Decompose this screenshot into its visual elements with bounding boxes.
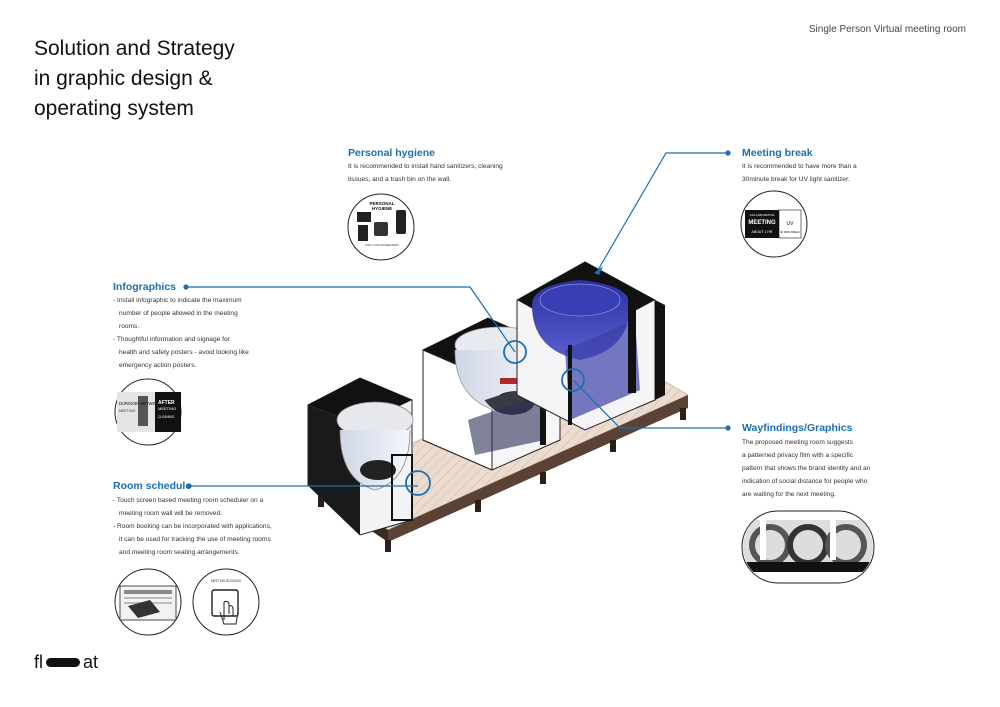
project-label: Single Person Virtual meeting room [808,24,966,35]
infographics-thumbnail: DURING IN BETWEEN MEETING AFTER MEETING … [114,378,182,446]
hygiene-line-2: tissues, and a trash bin on the wall. [348,176,451,183]
info-thumb-right3: CLEANING [158,415,175,419]
room-schedule-text: - Touch screen based meeting room schedu… [113,494,272,559]
page-title: Solution and Strategy in graphic design … [34,34,314,124]
logo-left: fl [34,652,43,672]
break-thumb-left3: ABOUT 1 HR [752,230,773,234]
meeting-break-text: It is recommended to have more than a 30… [742,160,857,186]
meeting-break-heading: Meeting break [742,147,813,159]
break-line-1: It is recommended to have more than a [742,163,857,170]
hygiene-line-1: It is recommended to install hand saniti… [348,163,503,170]
callout-lines [186,152,728,487]
wayfindings-heading: Wayfindings/Graphics [742,422,853,434]
schedule-thumbnail-2: MEETING BOOKING [192,568,260,636]
title-line-1: Solution and Strategy [34,37,235,60]
info-line-4: - Thoughtful information and signage for [113,336,230,343]
info-thumb-right2: MEETING [158,406,176,411]
schedule-thumb-label: MEETING BOOKING [211,579,242,583]
infographics-heading: Infographics [113,281,177,293]
hygiene-thumb-label2: HYGIENE [372,206,392,211]
personal-hygiene-heading: Personal hygiene [348,147,435,159]
break-line-2: 30minute break for UV light sanitizer. [742,176,850,183]
info-thumb-left1: DURING [119,401,136,406]
info-line-1: - Install infographic to indicate the ma… [113,297,242,304]
info-line-5: health and safety posters - avoid lookin… [119,349,249,356]
schedule-line-4: it can be used for tracking the use of m… [119,536,271,543]
info-thumb-left2: IN BETWEEN [135,401,161,406]
left-pod [307,377,414,536]
way-line-4: indication of social distance for people… [742,478,868,485]
right-pod [516,261,665,431]
hygiene-thumb-label1: PERSONAL [369,201,394,206]
wayfindings-text: The proposed meeting room suggests a pat… [742,436,870,501]
wayfindings-thumbnail [741,510,875,584]
schedule-line-3: - Room booking can be incorporated with … [113,523,272,530]
personal-hygiene-text: It is recommended to install hand saniti… [348,160,503,186]
info-thumb-right1: AFTER [158,400,175,406]
callout-markers [183,150,731,496]
title-line-2: in graphic design & [34,67,213,90]
break-thumb-right2: 30 MINS BREAK [780,230,800,234]
break-thumb-left1: COLLABORATIVE [750,213,775,217]
way-line-2: a patterned privacy film with a specific [742,452,854,459]
info-line-2: number of people allowed in the meeting [119,310,238,317]
break-thumb-left2: MEETING [748,220,776,226]
hygiene-thumbnail: PERSONAL HYGIENE DAILY RECOMMENDED [347,193,415,261]
title-line-3: operating system [34,97,194,120]
way-line-5: are waiting for the next meeting. [742,491,836,498]
info-thumb-left3: MEETING [119,409,136,413]
schedule-line-5: and meeting room seating arrangements. [119,549,240,556]
meeting-break-thumbnail: COLLABORATIVE MEETING ABOUT 1 HR UV 30 M… [740,190,808,258]
logo-bar-icon [46,657,80,667]
way-line-1: The proposed meeting room suggests [742,439,854,446]
hygiene-thumb-footer: DAILY RECOMMENDED [365,243,399,247]
schedule-thumbnail-1 [114,568,182,636]
logo-right: at [83,652,99,672]
schedule-line-2: meeting room wall will be removed. [119,510,222,517]
break-thumb-right1: UV [787,221,795,227]
infographics-text: - Install infographic to indicate the ma… [113,294,249,372]
info-line-6: emergency action posters. [119,362,197,369]
room-schedule-heading: Room schedule [113,480,192,492]
schedule-line-1: - Touch screen based meeting room schedu… [113,497,264,504]
way-line-3: pattern that shows the brand identity an… [742,465,871,472]
info-line-3: rooms. [119,323,140,330]
float-logo: fl at [34,652,98,673]
